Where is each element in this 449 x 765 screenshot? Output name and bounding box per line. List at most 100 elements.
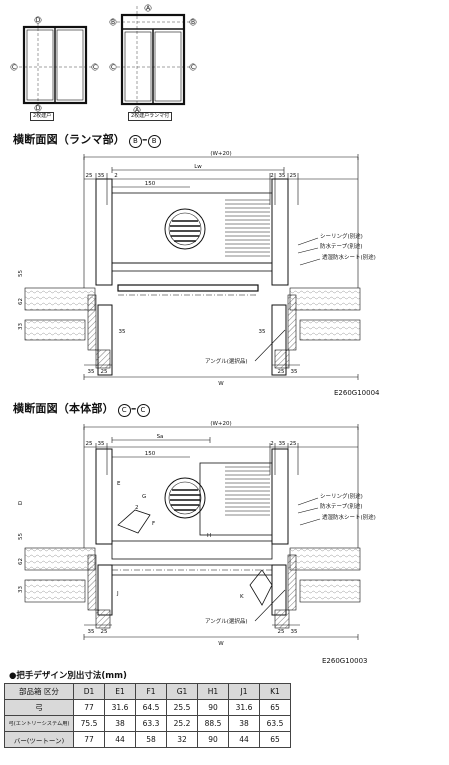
section-bottom-code: E260G10003 xyxy=(322,657,368,665)
dim2-bottom-right-25: 25 xyxy=(278,629,285,635)
dim2-right-35: 35 xyxy=(279,441,286,447)
dim2-left-33: 33 xyxy=(18,586,24,593)
dim2-louver-150: 150 xyxy=(145,451,156,457)
table-header-j1: J1 xyxy=(228,683,260,700)
section-top-marker-2: B xyxy=(147,135,161,148)
section-bottom-title: 横断面図（本体部） C–C xyxy=(13,400,150,417)
table-header-f1: F1 xyxy=(135,683,167,700)
marker-d-top: D xyxy=(36,17,41,24)
cell: 25.5 xyxy=(166,699,198,716)
section-top-code: E260G10004 xyxy=(334,389,380,397)
section-bottom-marker-2: C xyxy=(136,404,150,417)
dim-right-2: 2 xyxy=(270,173,274,179)
dim-left-33: 33 xyxy=(18,323,24,330)
cell: 38 xyxy=(228,715,260,732)
marker-b-right: B xyxy=(191,19,195,26)
section-bottom-drawing: (W+20) Sa 25 35 2 35 25 150 2 D 55 62 33… xyxy=(18,421,376,647)
marker-c-left: C xyxy=(12,64,16,71)
dim-overall-bottom: (W+20) xyxy=(210,421,231,427)
dim-bottom-right-25: 25 xyxy=(278,369,285,375)
marker-d-bottom: D xyxy=(36,105,41,112)
cell: 75.5 xyxy=(73,715,105,732)
cell: 88.5 xyxy=(197,715,229,732)
thumbnail-label-two-door: 2枚建戸 xyxy=(30,112,55,121)
handle-dimension-table: 部品箱 区分 D1 E1 F1 G1 H1 J1 K1 弓 77 31.6 64… xyxy=(4,683,291,748)
dim2-bottom-35: 35 xyxy=(88,629,95,635)
letter-h: H xyxy=(207,533,211,539)
letter-k: K xyxy=(240,594,244,600)
cell: 64.5 xyxy=(135,699,167,716)
dim2-right-25: 25 xyxy=(290,441,297,447)
cell: 77 xyxy=(73,731,105,748)
table-header-row: 部品箱 区分 D1 E1 F1 G1 H1 J1 K1 xyxy=(4,683,291,700)
table-header-k1: K1 xyxy=(259,683,291,700)
callout2-sealing: シーリング(別途) xyxy=(320,492,363,500)
table-header-h1: H1 xyxy=(197,683,229,700)
section-top-title-text: 横断面図（ランマ部） xyxy=(13,133,125,146)
dim-overall-top: (W+20) xyxy=(210,151,231,157)
marker-a-top: A xyxy=(146,5,151,12)
callout-angle: アングル(選択品) xyxy=(205,357,248,365)
marker-a-bottom: A xyxy=(135,107,140,114)
thumbnail-two-door xyxy=(14,18,96,110)
cell: 90 xyxy=(197,699,229,716)
table-row: バー(ツートーン) 77 44 58 32 90 44 65 xyxy=(4,731,291,748)
section-top-drawing: (W+20) Lw 25 35 2 2 35 25 150 55 62 33 3… xyxy=(18,151,376,387)
dim-lw: Lw xyxy=(194,164,202,170)
row-label: 弓(エントリーシステム用) xyxy=(4,715,74,732)
thumbnail-two-door-transom xyxy=(112,6,194,112)
table-header-d1: D1 xyxy=(73,683,105,700)
marker-c-left2: C xyxy=(111,64,115,71)
section-top-title: 横断面図（ランマ部） B–B xyxy=(13,131,161,148)
row-label: バー(ツートーン) xyxy=(4,731,74,748)
marker-c-right: C xyxy=(93,64,97,71)
dim-louver-150: 150 xyxy=(145,181,156,187)
marker-c-right2: C xyxy=(191,64,195,71)
dim2-left-62: 62 xyxy=(18,558,24,565)
callout-sealing: シーリング(別途) xyxy=(320,232,363,240)
dim-bottom-mid-35: 35 xyxy=(119,329,126,335)
cell: 77 xyxy=(73,699,105,716)
dim2-small-2: 2 xyxy=(135,505,139,511)
cell: 65 xyxy=(259,699,291,716)
dim-right-25: 25 xyxy=(290,173,297,179)
table-header-g1: G1 xyxy=(166,683,198,700)
dim2-bottom-right-35: 35 xyxy=(291,629,298,635)
cell: 44 xyxy=(104,731,136,748)
table-header-e1: E1 xyxy=(104,683,136,700)
cell: 25.2 xyxy=(166,715,198,732)
letter-g: G xyxy=(142,494,146,500)
table-header-category: 部品箱 区分 xyxy=(4,683,74,700)
cell: 63.3 xyxy=(135,715,167,732)
dim-left-62: 62 xyxy=(18,298,24,305)
dim-left-55: 55 xyxy=(18,270,24,277)
cell: 90 xyxy=(197,731,229,748)
cell: 58 xyxy=(135,731,167,748)
dim-sa: Sa xyxy=(157,434,164,440)
dim2-left-d: D xyxy=(18,501,24,505)
callout2-angle: アングル(選択品) xyxy=(205,617,248,625)
dim-right-35: 35 xyxy=(279,173,286,179)
dim2-left-25: 25 xyxy=(86,441,93,447)
letter-e: E xyxy=(117,481,121,487)
dim-left-35: 35 xyxy=(98,173,105,179)
callout-sheet: 透湿防水シート(別途) xyxy=(322,253,376,261)
section-bottom-title-text: 横断面図（本体部） xyxy=(13,402,114,415)
dim-bottom-35: 35 xyxy=(88,369,95,375)
dim-bottom-25: 25 xyxy=(101,369,108,375)
cell: 65 xyxy=(259,731,291,748)
thumbnail-label-transom: 2枚建戸ランマ付 xyxy=(128,112,173,121)
row-label: 弓 xyxy=(4,699,74,716)
cell: 38 xyxy=(104,715,136,732)
callout2-sheet: 透湿防水シート(別途) xyxy=(322,513,376,521)
cell: 63.5 xyxy=(259,715,291,732)
dim2-w: W xyxy=(218,641,224,647)
table-title: ●把手デザイン別出寸法(mm) xyxy=(9,671,127,681)
dim2-left-55: 55 xyxy=(18,533,24,540)
dim-left-25: 25 xyxy=(86,173,93,179)
dim-small-2: 2 xyxy=(114,173,118,179)
cell: 31.6 xyxy=(104,699,136,716)
marker-b-left: B xyxy=(111,19,115,26)
cell: 31.6 xyxy=(228,699,260,716)
table-row: 弓 77 31.6 64.5 25.5 90 31.6 65 xyxy=(4,699,291,716)
